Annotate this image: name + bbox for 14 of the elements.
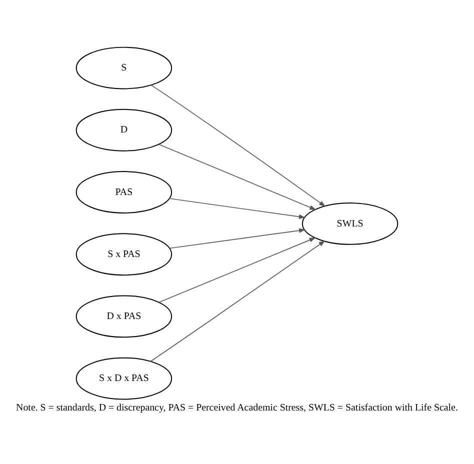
node-ellipse: SWLS xyxy=(302,202,398,245)
node-ellipse: PAS xyxy=(76,171,172,214)
arrow xyxy=(168,198,306,219)
node-ellipse: S x D x PAS xyxy=(76,357,172,400)
arrow xyxy=(150,240,326,362)
node-ellipse: D x PAS xyxy=(76,295,172,338)
arrow xyxy=(169,228,306,249)
node-ellipse: D xyxy=(76,108,172,152)
arrow xyxy=(158,237,316,303)
arrow xyxy=(150,84,326,207)
node-ellipse: S x PAS xyxy=(76,233,172,276)
caption: Note. S = standards, D = discrepancy, PAS = Perceived Academic Stress, SWLS = Satisfaction with Life Scale. xyxy=(16,402,458,414)
arrow xyxy=(158,144,316,210)
node-ellipse: S xyxy=(76,46,172,90)
